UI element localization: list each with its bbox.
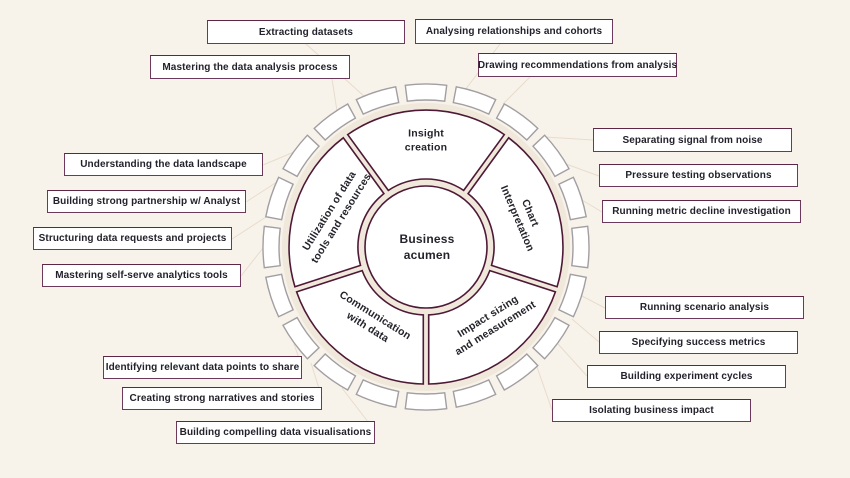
skill-box-structuring-requests: Structuring data requests and projects bbox=[33, 227, 232, 250]
wedge-segment bbox=[288, 136, 385, 288]
skill-box-extracting-datasets: Extracting datasets bbox=[207, 20, 405, 44]
connector-line bbox=[544, 136, 594, 141]
skill-box-drawing-recommendations: Drawing recommendations from analysis bbox=[478, 53, 677, 77]
connector-line bbox=[557, 343, 588, 377]
rim-block bbox=[452, 378, 497, 409]
skill-box-pressure-testing: Pressure testing observations bbox=[599, 164, 798, 187]
connector-line bbox=[245, 181, 278, 203]
wedge-segment bbox=[427, 269, 557, 385]
skill-box-building-partnership: Building strong partnership w/ Analyst bbox=[47, 190, 246, 213]
skill-box-success-metrics: Specifying success metrics bbox=[599, 331, 798, 354]
rim-block bbox=[264, 176, 295, 221]
rim-block bbox=[452, 85, 497, 116]
wedge-segment bbox=[467, 136, 564, 288]
rim-block bbox=[532, 316, 570, 360]
rim-block bbox=[282, 134, 320, 178]
skill-box-mastering-analysis-process: Mastering the data analysis process bbox=[150, 55, 350, 79]
connector-line bbox=[536, 366, 553, 411]
rim-block bbox=[313, 103, 357, 141]
connector-line bbox=[502, 76, 531, 105]
wheel-center-label: Business acumen bbox=[399, 231, 455, 262]
connector-line bbox=[581, 199, 603, 213]
wedge-segment bbox=[346, 109, 506, 192]
rim-block bbox=[313, 353, 357, 391]
skill-box-metric-decline: Running metric decline investigation bbox=[602, 200, 801, 223]
rim-block bbox=[355, 378, 400, 409]
rim-block bbox=[557, 273, 588, 318]
skill-box-experiment-cycles: Building experiment cycles bbox=[587, 365, 786, 388]
skill-box-identifying-data-points: Identifying relevant data points to shar… bbox=[103, 356, 302, 379]
rim-block bbox=[264, 273, 295, 318]
connector-line bbox=[571, 318, 600, 343]
rim-block bbox=[404, 83, 448, 102]
skill-box-analysing-relationships: Analysing relationships and cohorts bbox=[415, 19, 613, 44]
connector-line bbox=[240, 247, 264, 277]
connector-line bbox=[262, 151, 295, 166]
connector-line bbox=[231, 216, 267, 240]
rim-block bbox=[495, 353, 539, 391]
skill-box-understanding-landscape: Understanding the data landscape bbox=[64, 153, 263, 176]
rim-block bbox=[532, 134, 570, 178]
skill-box-scenario-analysis: Running scenario analysis bbox=[605, 296, 804, 319]
rim-block bbox=[404, 392, 448, 411]
rim-block bbox=[495, 103, 539, 141]
skill-box-isolating-impact: Isolating business impact bbox=[552, 399, 751, 422]
skill-box-building-visualisations: Building compelling data visualisations bbox=[176, 421, 375, 444]
skill-box-creating-narratives: Creating strong narratives and stories bbox=[122, 387, 322, 410]
rim-block bbox=[571, 225, 590, 269]
rim-block bbox=[282, 316, 320, 360]
connector-line bbox=[331, 78, 338, 112]
skill-box-mastering-self-serve: Mastering self-serve analytics tools bbox=[42, 264, 241, 287]
connector-line bbox=[581, 295, 606, 309]
skill-box-separating-signal: Separating signal from noise bbox=[593, 128, 792, 152]
rim-block bbox=[355, 85, 400, 116]
connector-line bbox=[565, 163, 600, 177]
rim-block bbox=[557, 176, 588, 221]
wedge-segment bbox=[295, 269, 425, 385]
segment-label-insight-creation: Insight creation bbox=[404, 127, 448, 153]
rim-block bbox=[262, 225, 281, 269]
hub-circle bbox=[364, 185, 488, 309]
